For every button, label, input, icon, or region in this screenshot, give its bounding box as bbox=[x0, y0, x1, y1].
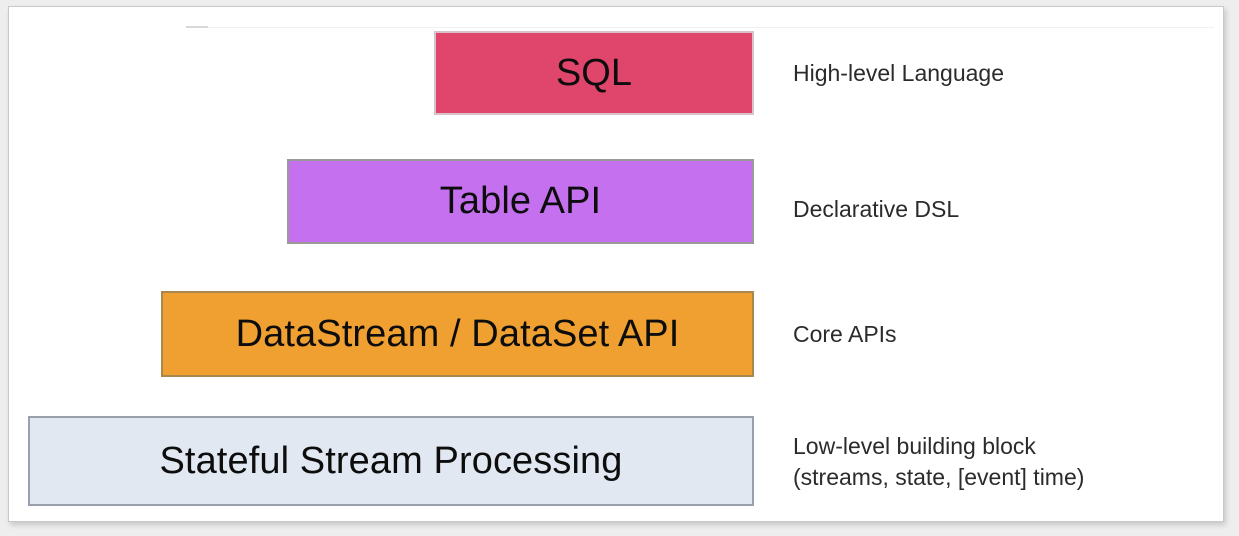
layer-box-stateful-stream-processing[interactable]: Stateful Stream Processing bbox=[28, 416, 754, 506]
top-divider-tick bbox=[186, 26, 208, 28]
annotation-table-api-line-1: Declarative DSL bbox=[793, 196, 960, 222]
layer-box-datastream-dataset-api[interactable]: DataStream / DataSet API bbox=[161, 291, 754, 377]
top-divider-rule bbox=[186, 27, 1214, 28]
layer-box-stateful-stream-processing-label: Stateful Stream Processing bbox=[159, 439, 623, 482]
layer-box-table-api-label: Table API bbox=[439, 180, 602, 222]
annotation-stateful-stream-processing: Low-level building block (streams, state… bbox=[793, 431, 1084, 493]
layer-box-sql-label: SQL bbox=[555, 51, 633, 94]
layer-box-sql[interactable]: SQL bbox=[434, 31, 754, 115]
annotation-core-apis: Core APIs bbox=[793, 319, 897, 350]
annotation-table-api: Declarative DSL bbox=[793, 194, 959, 225]
annotation-sql: High-level Language bbox=[793, 58, 1004, 89]
layer-box-datastream-dataset-api-label: DataStream / DataSet API bbox=[235, 312, 680, 355]
slide-frame: SQL High-level Language Table API Declar… bbox=[8, 6, 1224, 522]
diagram-canvas: SQL High-level Language Table API Declar… bbox=[9, 7, 1225, 523]
annotation-stateful-line-2: (streams, state, [event] time) bbox=[793, 464, 1085, 490]
annotation-sql-line-1: High-level Language bbox=[793, 60, 1004, 86]
annotation-stateful-line-1: Low-level building block bbox=[793, 433, 1036, 459]
annotation-core-apis-line-1: Core APIs bbox=[793, 321, 897, 347]
layer-box-table-api[interactable]: Table API bbox=[287, 159, 754, 244]
